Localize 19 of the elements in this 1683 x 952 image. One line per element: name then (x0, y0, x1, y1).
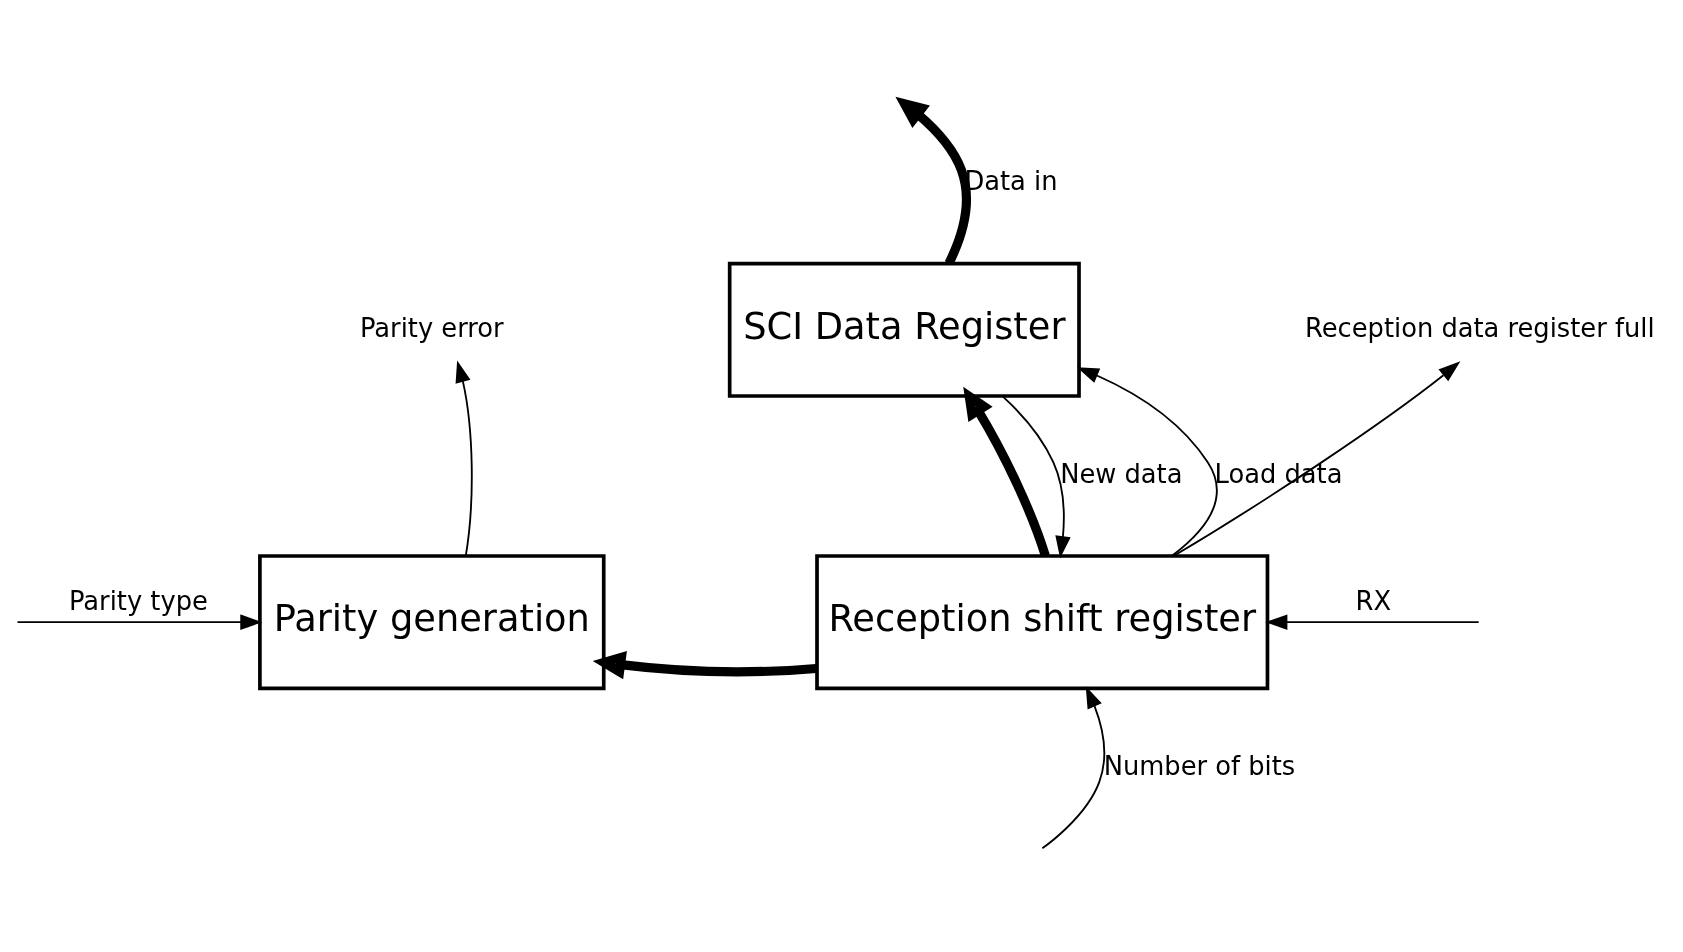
arrow (592, 651, 817, 680)
arrow (1173, 361, 1461, 557)
arrow (455, 360, 473, 557)
arrow (895, 96, 971, 266)
edge-label: Number of bits (1103, 751, 1296, 782)
arrow (1265, 614, 1480, 630)
arrow (1041, 686, 1106, 850)
node-box: Reception shift register (815, 554, 1270, 691)
arrow (1076, 367, 1218, 557)
edge-label: RX (1355, 585, 1392, 616)
node-box: SCI Data Register (727, 261, 1081, 398)
node-box: Parity generation (258, 554, 606, 691)
edge-label: Parity type (69, 585, 208, 616)
arrow (1001, 395, 1071, 559)
node-text: Parity error (359, 312, 504, 343)
node-text: Reception data register full (1305, 312, 1655, 343)
arrow (963, 386, 1050, 558)
arrow (16, 614, 263, 630)
edge-label: New data (1060, 458, 1183, 489)
